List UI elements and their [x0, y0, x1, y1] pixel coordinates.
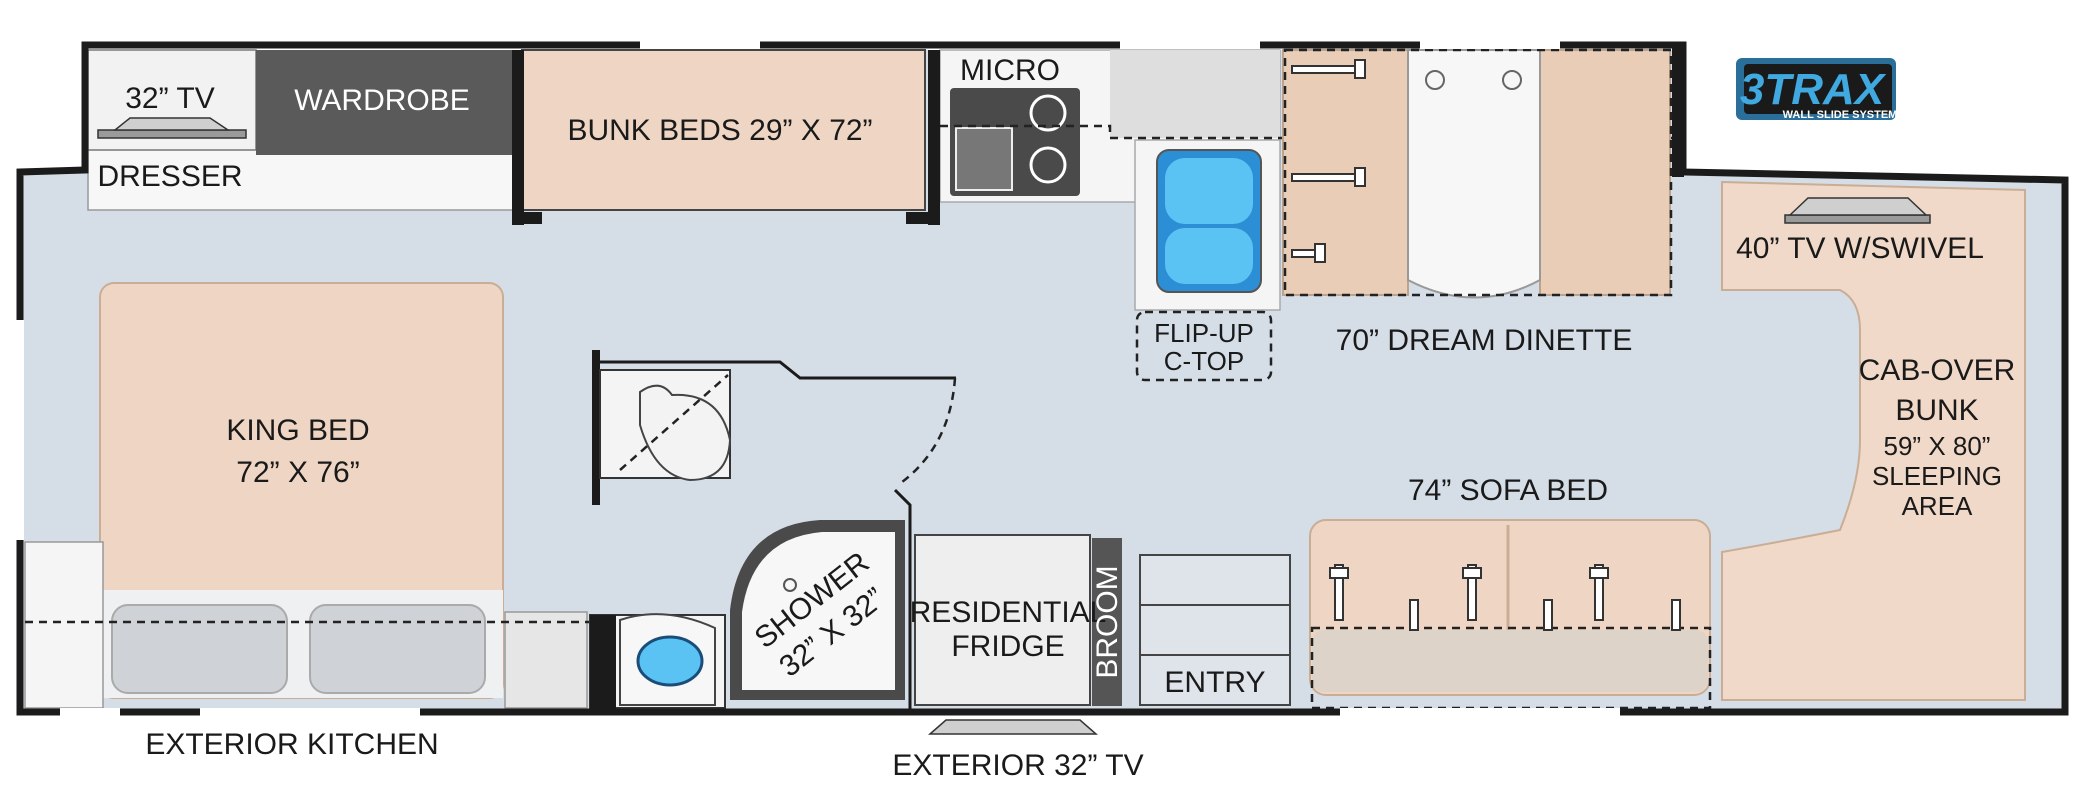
logo-text: 3TRAX: [1740, 65, 1887, 114]
seatbelt: [1671, 599, 1681, 631]
slide-wall: [928, 50, 940, 225]
dinette-table: [1407, 49, 1541, 299]
logo-tagline: WALL SLIDE SYSTEM: [1783, 109, 1898, 121]
sink-bowl: [1165, 228, 1253, 284]
label-entry: ENTRY: [1164, 666, 1265, 699]
lavatory-wall: [590, 615, 616, 710]
wall-window: [200, 708, 420, 716]
seatbelt: [1543, 599, 1553, 631]
seatbelt: [1291, 243, 1326, 263]
label-king-bed-2: 72” X 76”: [236, 456, 359, 489]
label-broom: BROOM: [1091, 565, 1124, 678]
pillow: [111, 604, 288, 694]
label-king-bed-1: KING BED: [226, 414, 369, 447]
label-cab-over-5: AREA: [1902, 491, 1973, 521]
sink-bowl: [1165, 158, 1253, 224]
dinette-dashed-outline: [1283, 48, 1673, 297]
dinette-left-bench: [1282, 49, 1409, 296]
bath-door-swing: [897, 377, 957, 487]
wall-window: [640, 41, 760, 49]
residential-fridge: [914, 534, 1091, 706]
label-dresser: DRESSER: [97, 160, 242, 193]
label-wardrobe: WARDROBE: [294, 84, 470, 117]
broom-closet: [1092, 538, 1122, 706]
label-40-tv: 40” TV W/SWIVEL: [1736, 232, 1984, 265]
seatbelt: [1291, 59, 1366, 79]
seatbelt: [1462, 564, 1482, 621]
burner: [1029, 94, 1067, 132]
shower-drain: [783, 578, 797, 592]
tv32-shape: [97, 129, 247, 139]
label-32-tv: 32” TV: [125, 82, 215, 115]
microwave-panel: [955, 127, 1013, 191]
lavatory-sink: [636, 635, 704, 687]
tv32-stand: [112, 117, 231, 131]
label-sofa-bed: 74” SOFA BED: [1408, 474, 1608, 507]
flip-up-countertop: [1135, 310, 1273, 382]
wall-window: [60, 708, 120, 716]
3trax-logo: 3TRAX WALL SLIDE SYSTEM: [1736, 58, 1897, 121]
dresser: [87, 147, 514, 211]
label-cab-over-1: CAB-OVER: [1859, 354, 2016, 387]
toilet-dashed: [619, 374, 729, 471]
label-exterior-kitchen: EXTERIOR KITCHEN: [145, 728, 438, 761]
table-leg: [1502, 70, 1522, 90]
bunk-beds: [521, 49, 926, 211]
seatbelt: [1589, 564, 1609, 621]
cab-over-bunk: [1721, 180, 2026, 701]
label-micro: MICRO: [960, 54, 1060, 87]
dinette-right-bench: [1539, 49, 1671, 296]
pillow: [309, 604, 486, 694]
wall-window: [1420, 41, 1560, 49]
nightstand: [504, 611, 588, 709]
table-leg: [1425, 70, 1445, 90]
label-fridge-2: FRIDGE: [951, 630, 1064, 663]
toilet-room-wall: [592, 350, 600, 505]
label-cab-over-2: BUNK: [1895, 394, 1978, 427]
exterior-tv-shape: [928, 719, 1098, 735]
bath-wall: [598, 360, 956, 380]
tv40-stand: [1788, 197, 1928, 216]
bath-wall-post: [893, 488, 912, 710]
label-bunk-beds: BUNK BEDS 29” X 72”: [567, 114, 872, 147]
wall-window: [1120, 41, 1260, 49]
tv40-shape: [1784, 214, 1931, 224]
label-fridge-1: RESIDENTIAL: [910, 596, 1107, 629]
entry-steps: [1139, 554, 1291, 706]
counter-upper-right: [1110, 50, 1280, 138]
wall-window: [1340, 708, 1620, 716]
slide-wall: [512, 212, 542, 224]
sofa-seat: [1312, 630, 1708, 692]
toilet: [639, 384, 732, 482]
wardrobe: [256, 50, 512, 155]
slide-wall: [512, 50, 524, 225]
label-exterior-tv: EXTERIOR 32” TV: [892, 749, 1143, 782]
burner: [1029, 146, 1067, 184]
slide-wall: [1672, 45, 1684, 177]
label-dinette: 70” DREAM DINETTE: [1336, 324, 1633, 357]
nightstand: [24, 541, 104, 709]
label-cab-over-4: SLEEPING: [1872, 461, 2002, 491]
label-cab-over-3: 59” X 80”: [1884, 431, 1991, 461]
seatbelt: [1291, 167, 1366, 187]
label-flip-up-2: C-TOP: [1164, 346, 1244, 376]
wall-window: [16, 320, 24, 540]
seatbelt: [1409, 599, 1419, 631]
label-flip-up-1: FLIP-UP: [1154, 318, 1254, 348]
seatbelt: [1329, 564, 1349, 621]
shower-pan: [742, 532, 895, 690]
